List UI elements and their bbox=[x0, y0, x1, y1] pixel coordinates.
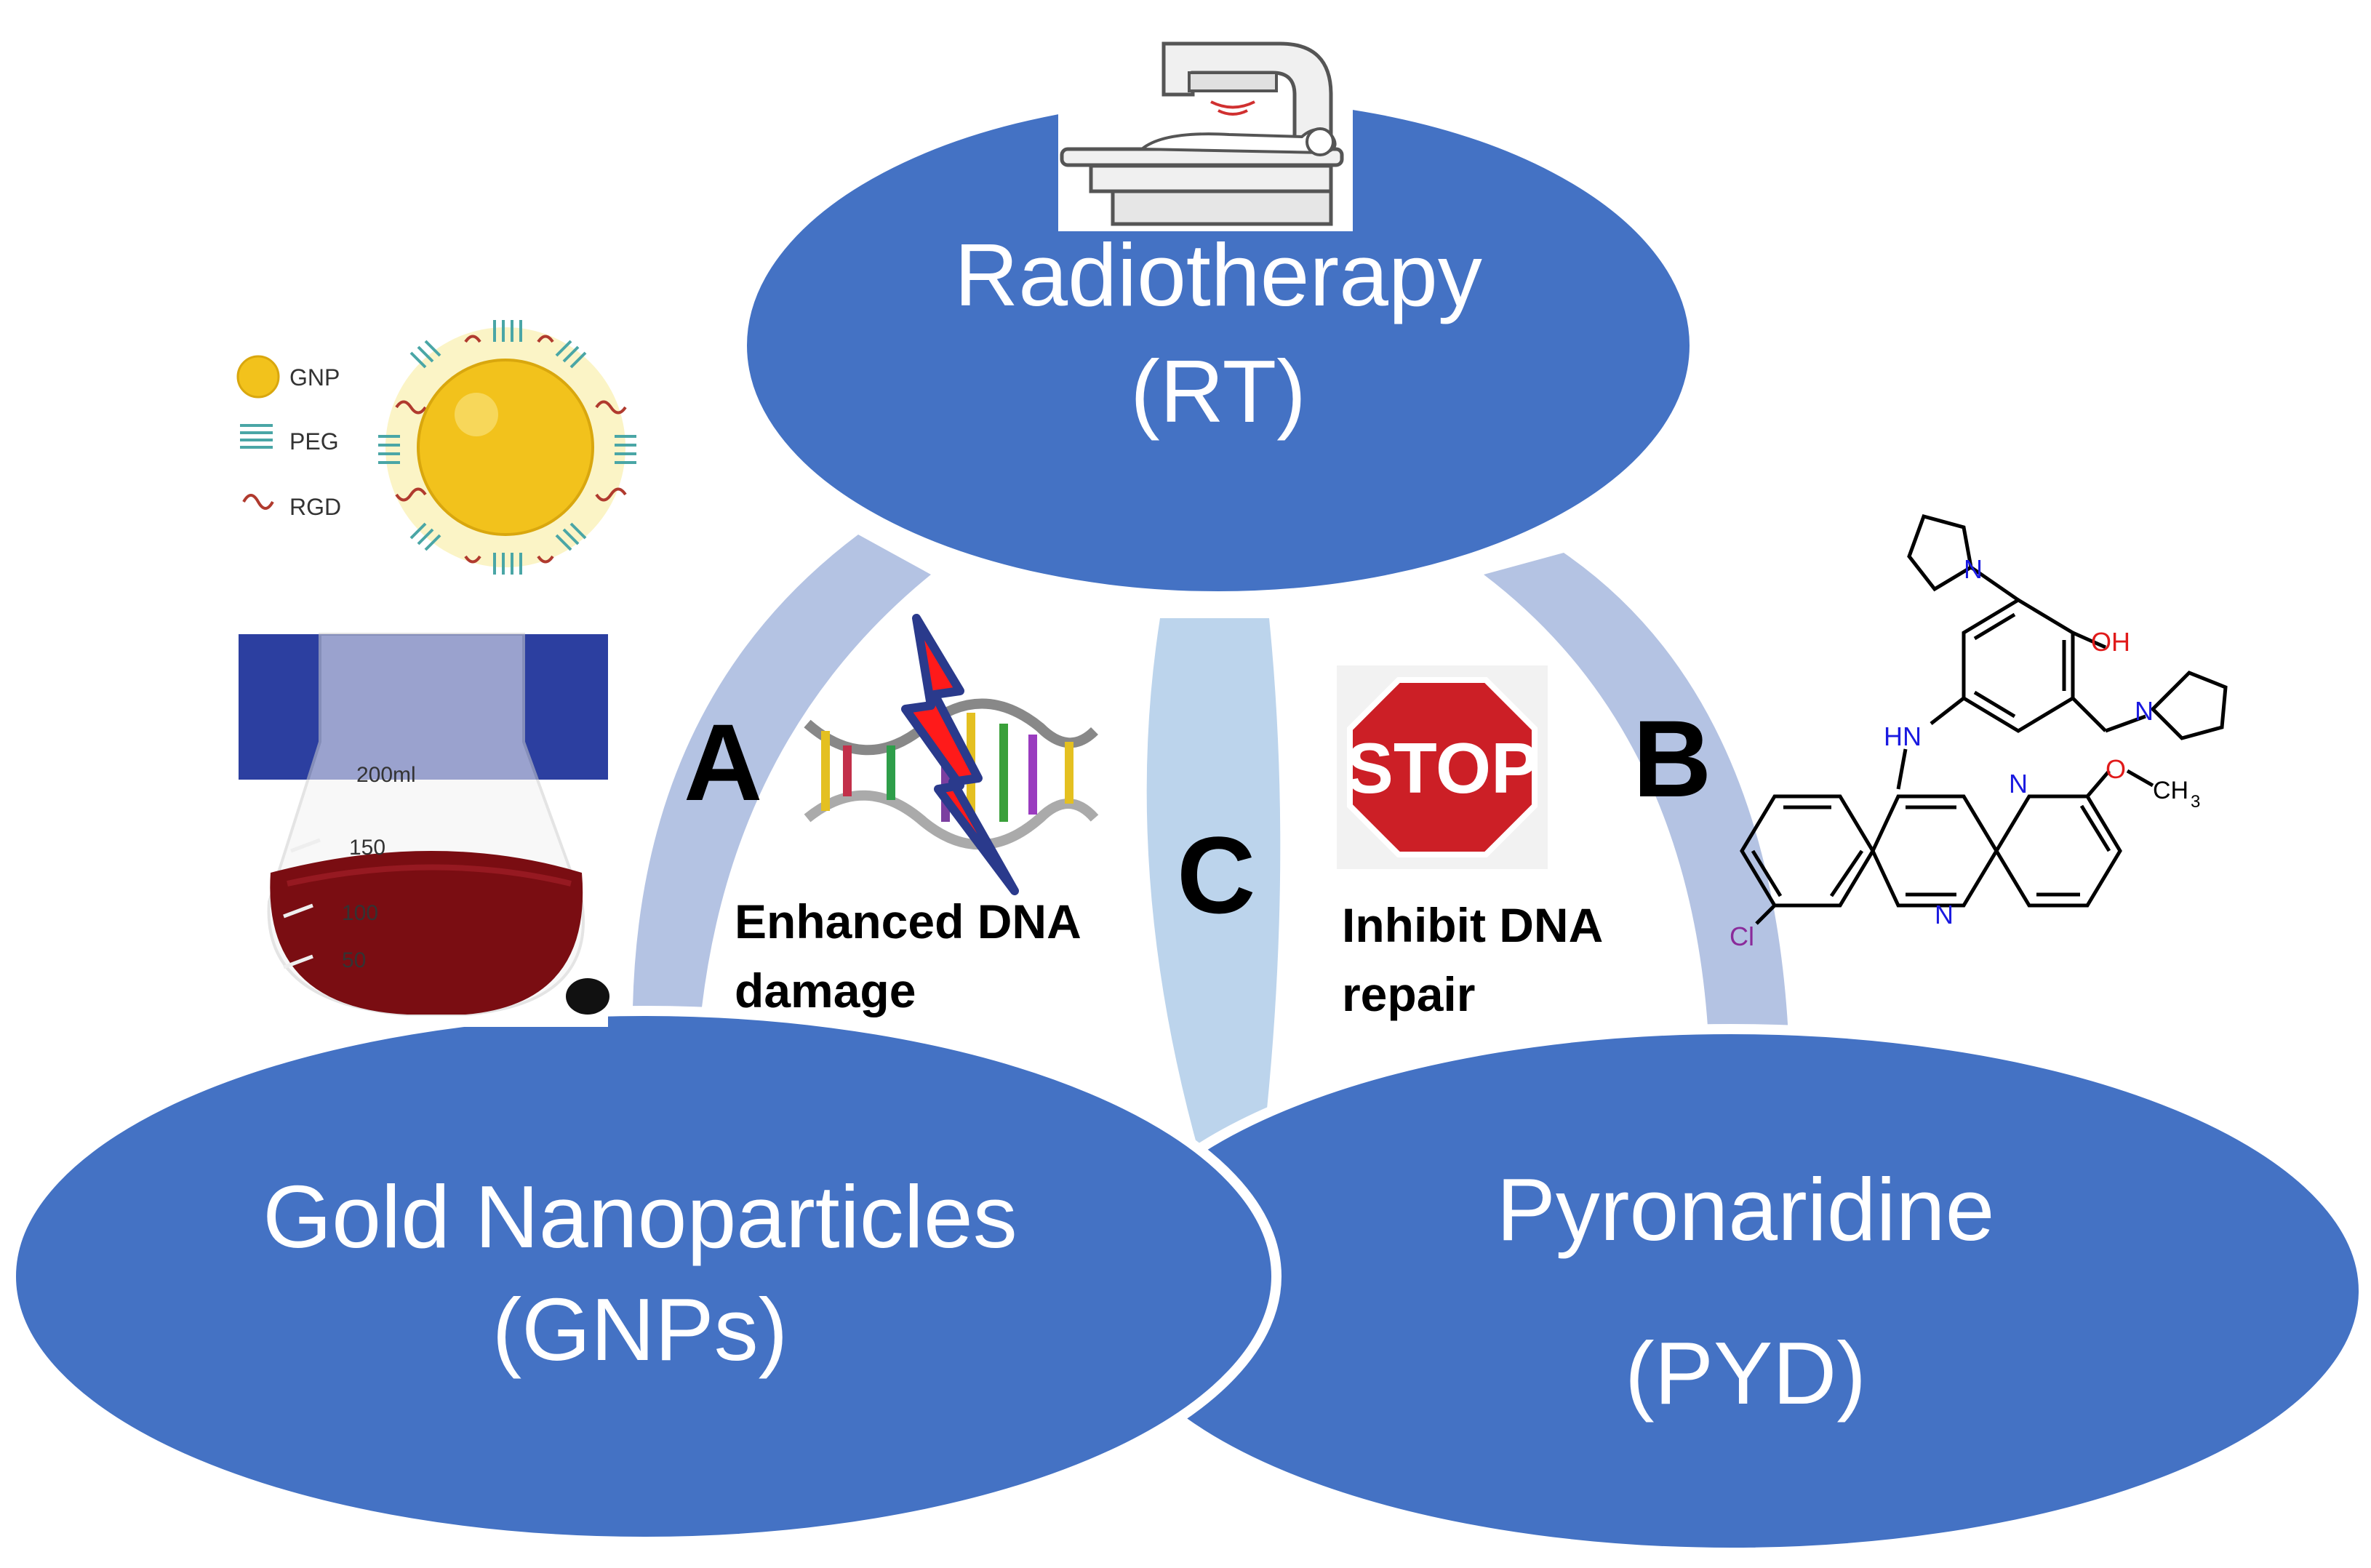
gold-colloid-flask-photo: 200ml 150 100 50 bbox=[239, 633, 609, 1027]
radiotherapy-machine-icon bbox=[1058, 20, 1353, 231]
stop-sign-text: STOP bbox=[1346, 728, 1538, 808]
caption-inhibit-dna: Inhibit DNA bbox=[1342, 898, 1603, 952]
stop-sign-icon: STOP bbox=[1337, 665, 1548, 869]
gnps-title: Gold Nanoparticles bbox=[263, 1167, 1017, 1266]
pyronaridine-abbrev: (PYD) bbox=[1625, 1324, 1866, 1423]
atom-n-ring: N bbox=[1935, 900, 1954, 929]
dna-damage-icon bbox=[804, 614, 1099, 895]
flask-mark-100: 100 bbox=[342, 901, 378, 925]
rgd-peptides bbox=[395, 335, 627, 564]
flask-mark-200: 200ml bbox=[356, 763, 416, 787]
flask-mark-50: 50 bbox=[342, 948, 366, 972]
rgd-legend-swatch bbox=[242, 494, 274, 510]
gnp-legend-label: GNP bbox=[289, 364, 340, 391]
atom-n-right: N bbox=[2135, 696, 2154, 726]
link-letter-b: B bbox=[1633, 697, 1711, 820]
arc-b-connector bbox=[1484, 553, 1789, 1051]
atom-cl: Cl bbox=[1730, 921, 1754, 951]
radiotherapy-title: Radiotherapy bbox=[954, 225, 1482, 324]
pyronaridine-title: Pyronaridine bbox=[1497, 1160, 1995, 1259]
atom-hn: HN bbox=[1884, 721, 1922, 751]
atom-ch3: CH bbox=[2153, 777, 2188, 804]
gnps-abbrev: (GNPs) bbox=[492, 1280, 788, 1379]
atom-ch3-subscript: 3 bbox=[2191, 792, 2200, 812]
atom-n-pyridine: N bbox=[2009, 769, 2028, 799]
peg-legend-label: PEG bbox=[289, 428, 339, 455]
arc-c-connector bbox=[1146, 618, 1281, 1167]
radiotherapy-abbrev: (RT) bbox=[1130, 342, 1306, 441]
rgd-legend-label: RGD bbox=[289, 494, 341, 520]
caption-damage: damage bbox=[735, 964, 916, 1017]
atom-o: O bbox=[2106, 754, 2126, 784]
caption-repair: repair bbox=[1342, 967, 1475, 1021]
link-letter-a: A bbox=[684, 701, 762, 823]
gnp-schematic: GNP PEG RGD bbox=[236, 320, 636, 575]
atom-n-top: N bbox=[1964, 554, 1983, 584]
peg-chains bbox=[378, 320, 636, 575]
caption-enhanced-dna: Enhanced DNA bbox=[735, 895, 1081, 948]
gnp-legend-swatch bbox=[236, 355, 280, 399]
lightning-bolt-icon bbox=[901, 614, 1019, 895]
arc-a-connector bbox=[633, 535, 931, 1007]
pyronaridine-structure bbox=[1740, 513, 2228, 925]
node-gold-nanoparticles: Gold Nanoparticles (GNPs) bbox=[6, 1006, 1282, 1547]
node-pyronaridine: Pyronaridine (PYD) bbox=[1093, 1024, 2369, 1558]
link-letter-c: C bbox=[1177, 814, 1255, 936]
node-radiotherapy: Radiotherapy (RT) bbox=[737, 89, 1700, 601]
peg-legend-swatch bbox=[240, 424, 273, 449]
flask-mark-150: 150 bbox=[349, 836, 385, 860]
atom-oh: OH bbox=[2091, 627, 2130, 657]
pyronaridine-atom-labels: N OH N HN N N O CH 3 Cl bbox=[1730, 554, 2200, 951]
